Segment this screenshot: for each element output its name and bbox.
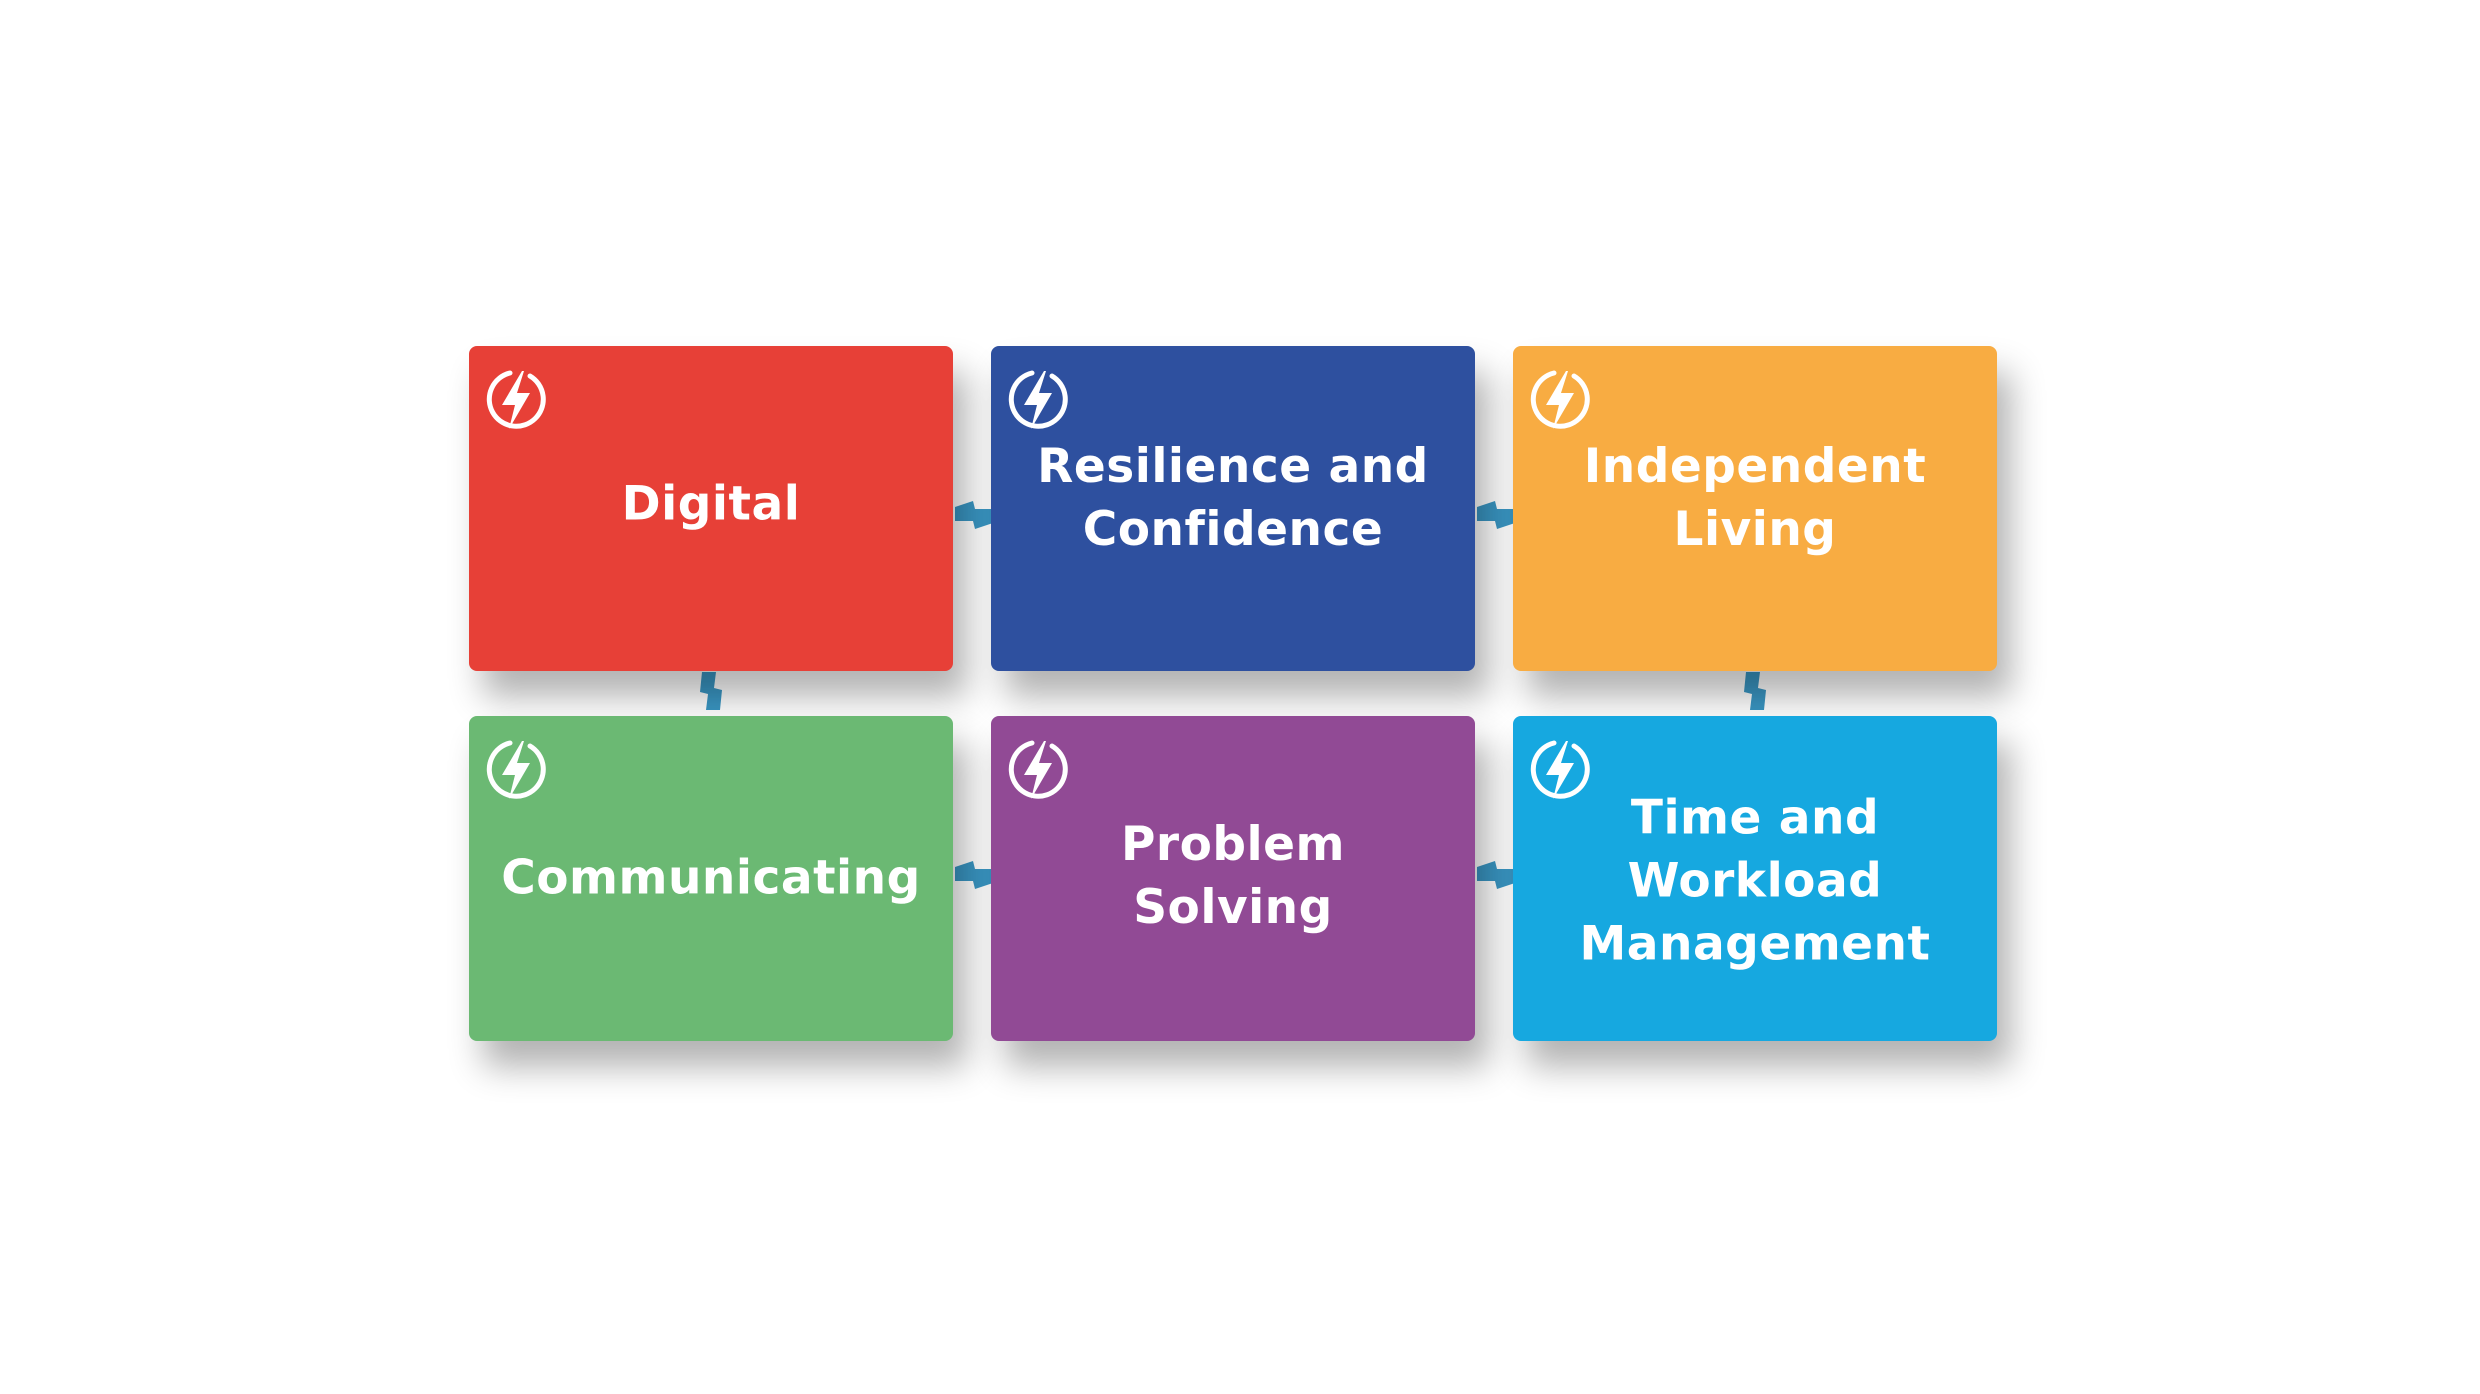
connector-bolt-icon	[700, 672, 722, 710]
tile-problem-solving: Problem Solving	[991, 716, 1475, 1041]
tile-label: Digital	[621, 476, 801, 532]
lightning-bolt-icon	[1008, 737, 1068, 803]
connector-bolt-icon	[1477, 861, 1515, 889]
connector-problem-time	[1475, 855, 1517, 897]
lightning-bolt-icon	[486, 737, 546, 803]
tile-communicating: Communicating	[469, 716, 953, 1041]
tile-label: Independent Living	[1583, 439, 1927, 557]
connector-bolt-icon	[1744, 672, 1766, 710]
lightning-bolt-icon	[486, 367, 546, 433]
connector-bolt-icon	[955, 501, 993, 529]
connector-digital-communicating	[690, 670, 732, 712]
tile-independent-living: Independent Living	[1513, 346, 1997, 671]
connector-bolt-icon	[1477, 501, 1515, 529]
connector-resilience-independent	[1475, 495, 1517, 537]
connector-digital-resilience	[953, 495, 995, 537]
tile-label: Communicating	[501, 850, 921, 906]
tile-label: Problem Solving	[1120, 817, 1346, 935]
tile-resilience-confidence: Resilience and Confidence	[991, 346, 1475, 671]
tile-digital: Digital	[469, 346, 953, 671]
connector-independent-time	[1734, 670, 1776, 712]
tile-label: Time and Workload Management	[1579, 790, 1931, 972]
connector-communicating-problem	[953, 855, 995, 897]
connector-bolt-icon	[955, 861, 993, 889]
tile-label: Resilience and Confidence	[1037, 439, 1429, 557]
tile-time-workload-management: Time and Workload Management	[1513, 716, 1997, 1041]
lightning-bolt-icon	[1008, 367, 1068, 433]
lightning-bolt-icon	[1530, 737, 1590, 803]
lightning-bolt-icon	[1530, 367, 1590, 433]
